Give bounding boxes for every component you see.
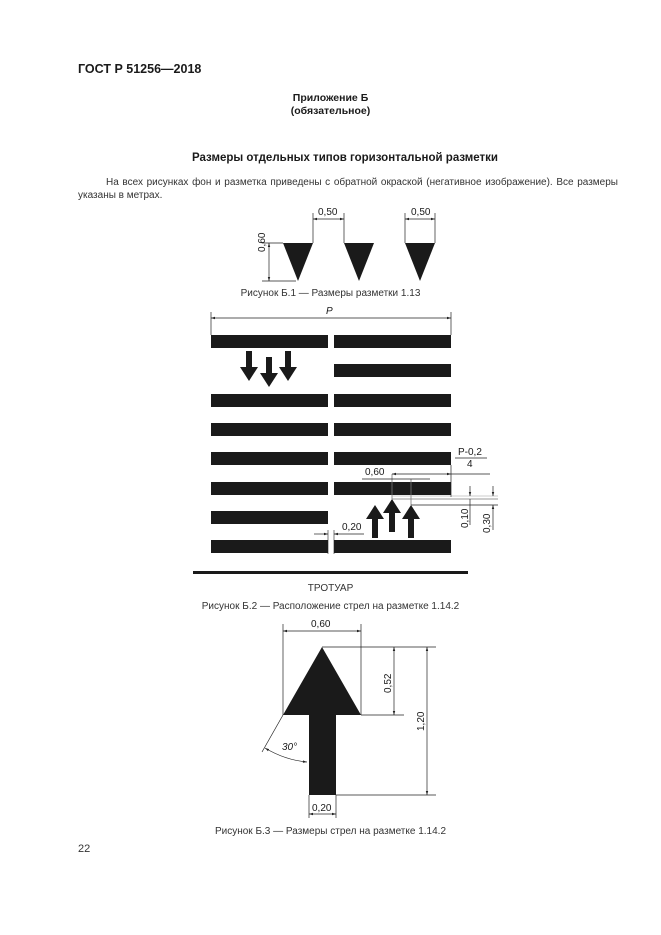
sidewalk-edge-line [193, 571, 468, 574]
fig3-total-height-label: 1,20 [416, 711, 427, 731]
fig3-angle-label: 30° [282, 742, 298, 753]
triangle-marking [344, 243, 374, 281]
fig2-fraction-numerator: P-0,2 [458, 447, 482, 458]
fig1-height-label: 0,60 [257, 232, 268, 252]
figure-3-caption: Рисунок Б.3 — Размеры стрел на разметке … [214, 826, 447, 837]
figure-2-caption: Рисунок Б.2 — Расположение стрел на разм… [201, 601, 460, 612]
annex-title: Приложение Б [292, 92, 369, 104]
figure-2-drawing [193, 312, 498, 574]
fig3-head-width-label: 0,60 [311, 619, 331, 630]
fig1-gap-label: 0,50 [318, 207, 338, 218]
document-header: ГОСТ Р 51256—2018 [78, 62, 202, 76]
fig2-fraction-denominator: 4 [467, 459, 473, 470]
fig3-head-height-label: 0,52 [383, 673, 394, 693]
up-arrows [366, 499, 420, 538]
page-number: 22 [78, 843, 91, 855]
fig2-gap-label: 0,20 [342, 522, 362, 533]
figure-1-caption: Рисунок Б.1 — Размеры разметки 1.13 [240, 288, 421, 299]
fig2-total-label: P [326, 306, 333, 317]
fig2-arrow-spacing-label: 0,60 [365, 467, 385, 478]
figure-3-drawing [261, 624, 436, 818]
down-arrows [240, 351, 297, 387]
fig2-offset-large-label: 0,30 [482, 513, 493, 533]
triangle-marking [283, 243, 313, 281]
annex-status: (обязательное) [290, 105, 371, 117]
fig3-shaft-width-label: 0,20 [312, 803, 332, 814]
section-paragraph: На всех рисунках фон и разметка приведен… [78, 177, 618, 201]
triangle-marking [405, 243, 435, 281]
sidewalk-label: ТРОТУАР [307, 583, 354, 594]
arrow-shape [283, 647, 361, 795]
section-title: Размеры отдельных типов горизонтальной р… [191, 152, 498, 164]
fig2-offset-small-label: 0,10 [460, 508, 471, 528]
figure-1-drawing [262, 213, 436, 282]
fig1-width-label: 0,50 [411, 207, 431, 218]
